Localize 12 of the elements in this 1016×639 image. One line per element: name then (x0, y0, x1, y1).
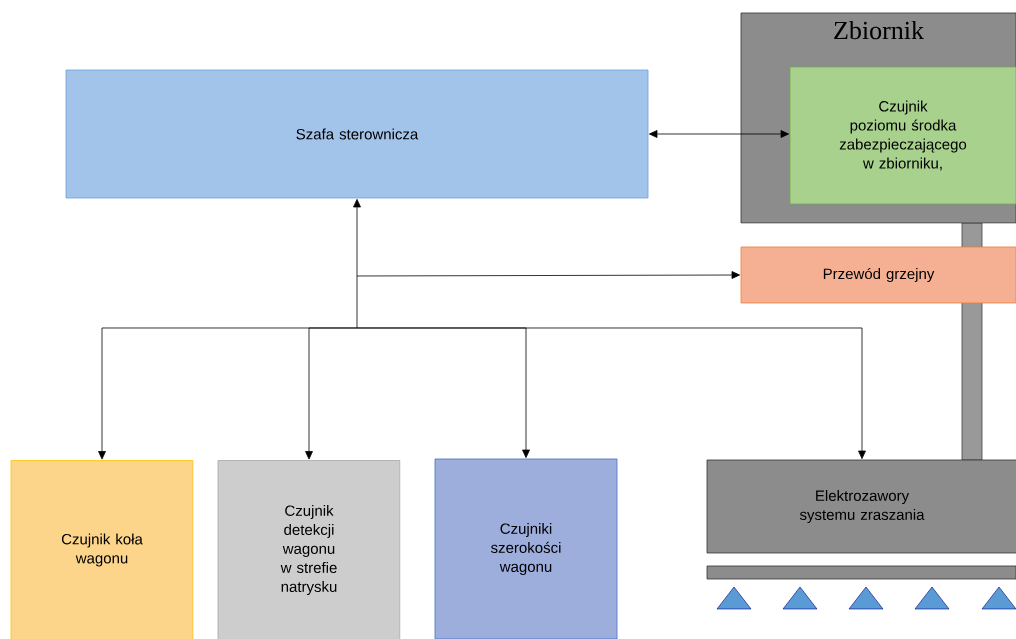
arrow (305, 327, 358, 460)
arrow (356, 327, 866, 459)
sensor-box: Czujnik koła wagonu (10, 460, 194, 639)
cabinet-box: Szafa sterownicza (65, 69, 649, 199)
valve-box: Elektrozawory systemu zraszania (706, 459, 1016, 554)
sensor-box: Czujniki szerokości wagonu (434, 458, 618, 639)
sensor-box: Czujnik poziomu środka zabezpieczającego w zbiorniku, (789, 66, 1016, 205)
arrow (356, 271, 740, 279)
heater-box: Przewód grzejny (740, 246, 1016, 304)
arrow (649, 130, 789, 138)
arrow (353, 199, 361, 329)
sensor-box: Czujnik detekcji wagonu w strefie natrysku (217, 460, 401, 639)
